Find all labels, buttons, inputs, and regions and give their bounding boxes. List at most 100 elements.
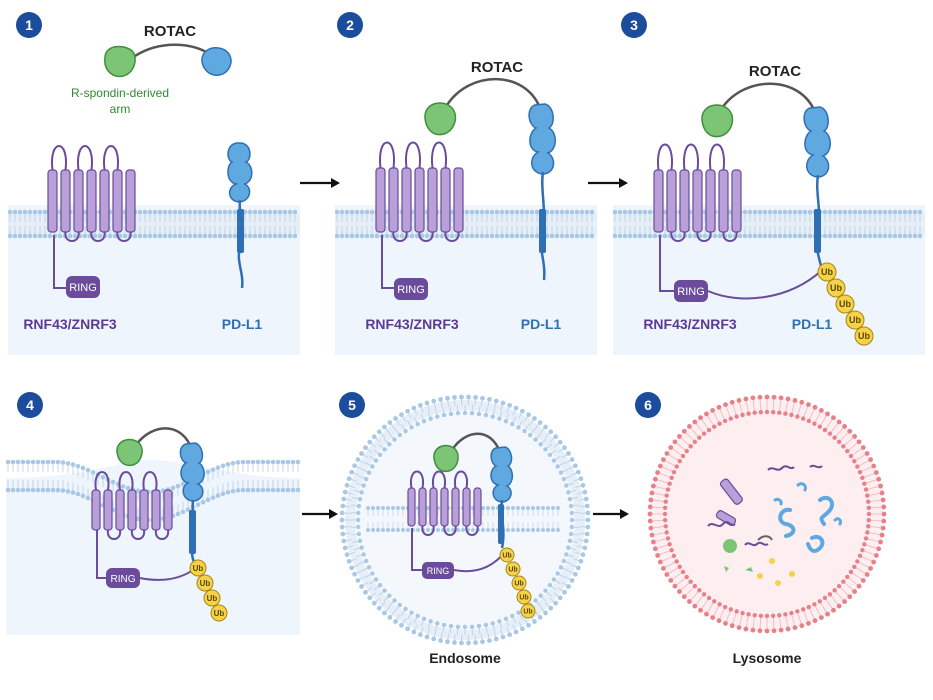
yellow-dot-4 [789,571,795,577]
r-spondin-arm-panel-5 [433,444,459,473]
purple-squiggle-2 [767,465,795,471]
lysosome-membrane [647,394,887,634]
svg-text:RING: RING [111,574,136,585]
endosome-label: Endosome [429,650,501,666]
svg-text:Ub: Ub [514,580,523,587]
svg-text:Ub: Ub [214,609,225,618]
svg-text:4: 4 [26,397,34,413]
arrow-2-to-3 [588,178,628,188]
rotac-linker-panel-4 [132,427,192,449]
arrow-1-to-2 [300,178,340,188]
svg-text:Ub: Ub [207,594,218,603]
purple-squiggle-3 [744,541,769,547]
green-fragment-2 [745,567,753,572]
rnf43-receptor-panel-3 [653,143,742,242]
blue-fragment-1 [778,507,796,538]
svg-text:Ub: Ub [519,594,528,601]
arrow-4-to-5 [302,509,338,519]
ring-domain-panel-3: RING [674,280,708,302]
ring-tether-panel-5 [411,528,422,571]
purple-fragment-cylinder-2 [715,510,737,526]
blue-fragment-4 [796,482,807,492]
step-badge-5: 5 [339,392,365,418]
panel-4-background [6,460,300,635]
arrow-5-to-6 [593,509,629,519]
target-label-panel-3: PD-L1 [792,316,833,332]
rotac-molecule-panel-1 [104,43,232,78]
svg-text:Ub: Ub [849,315,861,325]
svg-text:Ub: Ub [502,552,511,559]
svg-text:RING: RING [427,566,450,576]
gray-fragment [757,535,773,541]
purple-squiggle-1 [707,521,736,527]
blue-fragment-3 [806,535,825,553]
ring-tether-panel-4 [96,530,108,579]
svg-text:Ub: Ub [839,299,851,309]
lysosome-lumen [650,397,884,631]
rotac-linker-panel-2 [445,77,542,109]
step-badge-4: 4 [17,392,43,418]
r-spondin-arm [104,45,136,78]
green-fragment [723,539,737,553]
purple-fragment-cylinder [719,478,743,505]
membrane-panel-2 [335,209,597,239]
svg-text:Ub: Ub [858,331,870,341]
svg-text:3: 3 [630,17,638,33]
r-spondin-arm-panel-2 [424,102,457,136]
receptor-label-panel-1: RNF43/ZNRF3 [23,316,117,332]
svg-text:RING: RING [677,286,705,298]
svg-text:RING: RING [69,282,97,294]
rotac-label-panel-3: ROTAC [749,63,801,80]
svg-text:1: 1 [25,17,33,33]
purple-squiggle-4 [809,464,823,469]
pd-l1-panel-1 [227,142,253,289]
blue-fragment-2 [818,495,835,526]
ring-domain-panel-5: RING [422,562,454,579]
pd-l1-panel-3 [803,106,831,271]
svg-text:2: 2 [346,17,354,33]
degraded-fragments [707,464,842,586]
svg-text:Ub: Ub [200,579,211,588]
rnf43-receptor-panel-4 [91,471,173,540]
ring-domain-panel-4: RING [106,568,140,588]
receptor-label-panel-2: RNF43/ZNRF3 [365,316,459,332]
svg-text:Ub: Ub [821,267,833,277]
r-spondin-arm-panel-3 [701,104,734,138]
membrane-panel-3 [613,209,925,239]
ring-tether-panel-1 [53,235,68,289]
target-label-panel-1: PD-L1 [222,316,263,332]
pd-l1-panel-2 [528,103,556,281]
yellow-dot-1 [769,558,775,564]
receptor-label-panel-3: RNF43/ZNRF3 [643,316,737,332]
rnf43-receptor-panel-2 [375,141,464,242]
step-badge-6: 6 [635,392,661,418]
ring-domain-panel-1: RING [66,276,100,298]
arm-label-line-2: arm [110,102,131,116]
ring-to-ub-linker-panel-3 [707,269,823,300]
yellow-dot-2 [757,573,763,579]
lysosome-label: Lysosome [733,650,802,666]
blue-fragment-6 [833,517,842,526]
ring-tether-panel-2 [381,235,396,289]
svg-text:Ub: Ub [523,608,532,615]
yellow-dot-3 [775,580,781,586]
pd-l1-binder [201,47,232,76]
pd-l1-panel-5 [490,446,514,549]
rotac-label-panel-1: ROTAC [144,23,196,40]
step-badge-2: 2 [337,12,363,38]
svg-text:RING: RING [397,284,425,296]
step-badge-1: 1 [16,12,42,38]
r-spondin-arm-panel-4 [116,438,143,467]
svg-text:Ub: Ub [508,566,517,573]
rotac-label-panel-2: ROTAC [471,59,523,76]
arm-label-line-1: R-spondin-derived [71,86,169,100]
ring-domain-panel-2: RING [394,278,428,300]
rotac-linker-panel-5 [450,432,502,453]
svg-text:Ub: Ub [830,283,842,293]
rnf43-receptor-panel-1 [47,145,136,242]
rotac-linker-panel-3 [720,82,817,113]
